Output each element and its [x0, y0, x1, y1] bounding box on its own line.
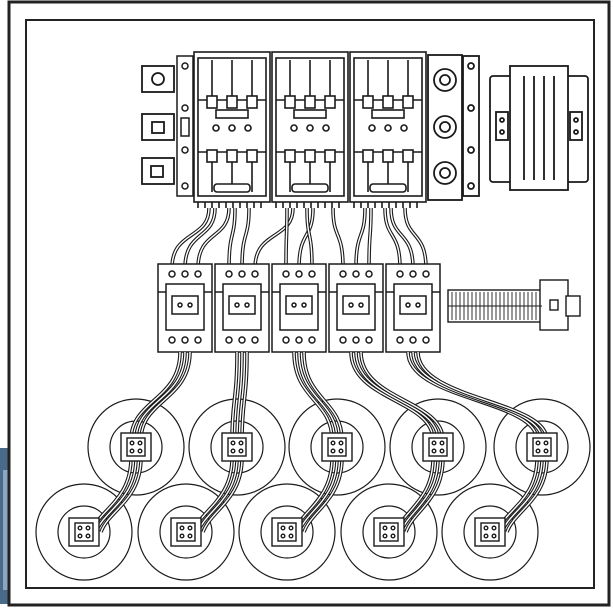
breaker-pole — [382, 149, 394, 163]
contactor-face — [228, 295, 256, 315]
breaker-pole — [304, 95, 316, 109]
terminal-strip — [447, 279, 581, 331]
lower-cable-coil — [340, 483, 438, 581]
breaker-pole — [324, 95, 336, 109]
breaker-pole — [402, 149, 414, 163]
connector-block — [120, 432, 152, 462]
breaker-handle — [371, 109, 405, 119]
breaker-label-slot — [369, 183, 407, 193]
connector-block — [373, 517, 405, 547]
main-breaker — [193, 51, 271, 208]
connector-block — [526, 432, 558, 462]
main-breaker — [271, 51, 349, 208]
contactor-face — [171, 295, 199, 315]
fuse-holder-block — [427, 54, 480, 201]
connector-block — [474, 517, 506, 547]
breaker-pole — [226, 149, 238, 163]
cable-coils — [35, 351, 591, 581]
connector-block — [170, 517, 202, 547]
breaker-pole — [284, 149, 296, 163]
breaker-pole — [362, 95, 374, 109]
breaker-pole — [304, 149, 316, 163]
breaker-pole — [246, 95, 258, 109]
lug-terminal-hole — [151, 121, 165, 134]
connector-block — [271, 517, 303, 547]
distribution-bar — [176, 55, 194, 197]
breaker-pole — [402, 95, 414, 109]
breaker-pole — [362, 149, 374, 163]
connector-block — [321, 432, 353, 462]
contactor — [328, 263, 384, 353]
transformer — [489, 65, 589, 191]
contactor — [271, 263, 327, 353]
breaker-pole — [246, 149, 258, 163]
contactor — [214, 263, 270, 353]
breaker-pole — [226, 95, 238, 109]
connector-block — [221, 432, 253, 462]
lug-terminal-group — [141, 65, 175, 185]
main-breakers — [193, 51, 427, 208]
breaker-pole — [284, 95, 296, 109]
lower-cable-coil — [238, 483, 336, 581]
lower-cable-coil — [35, 483, 133, 581]
upper-wiring — [170, 207, 428, 269]
breaker-label-slot — [291, 183, 329, 193]
breaker-handle — [293, 109, 327, 119]
contactors — [157, 263, 441, 353]
breaker-pole — [324, 149, 336, 163]
contactor — [157, 263, 213, 353]
contactor-face — [342, 295, 370, 315]
background-photo-edge-highlight — [3, 470, 8, 590]
breaker-pole — [382, 95, 394, 109]
contactor — [385, 263, 441, 353]
lug-terminal-hole — [151, 72, 165, 86]
breaker-pole — [206, 149, 218, 163]
breaker-handle — [215, 109, 249, 119]
breaker-label-slot — [213, 183, 251, 193]
main-breaker — [349, 51, 427, 208]
connector-block — [422, 432, 454, 462]
contactor-face — [399, 295, 427, 315]
lower-cable-coil — [137, 483, 235, 581]
lower-cable-coil — [441, 483, 539, 581]
breaker-pole — [206, 95, 218, 109]
lug-terminal-hole — [150, 165, 164, 178]
contactor-face — [285, 295, 313, 315]
connector-block — [68, 517, 100, 547]
